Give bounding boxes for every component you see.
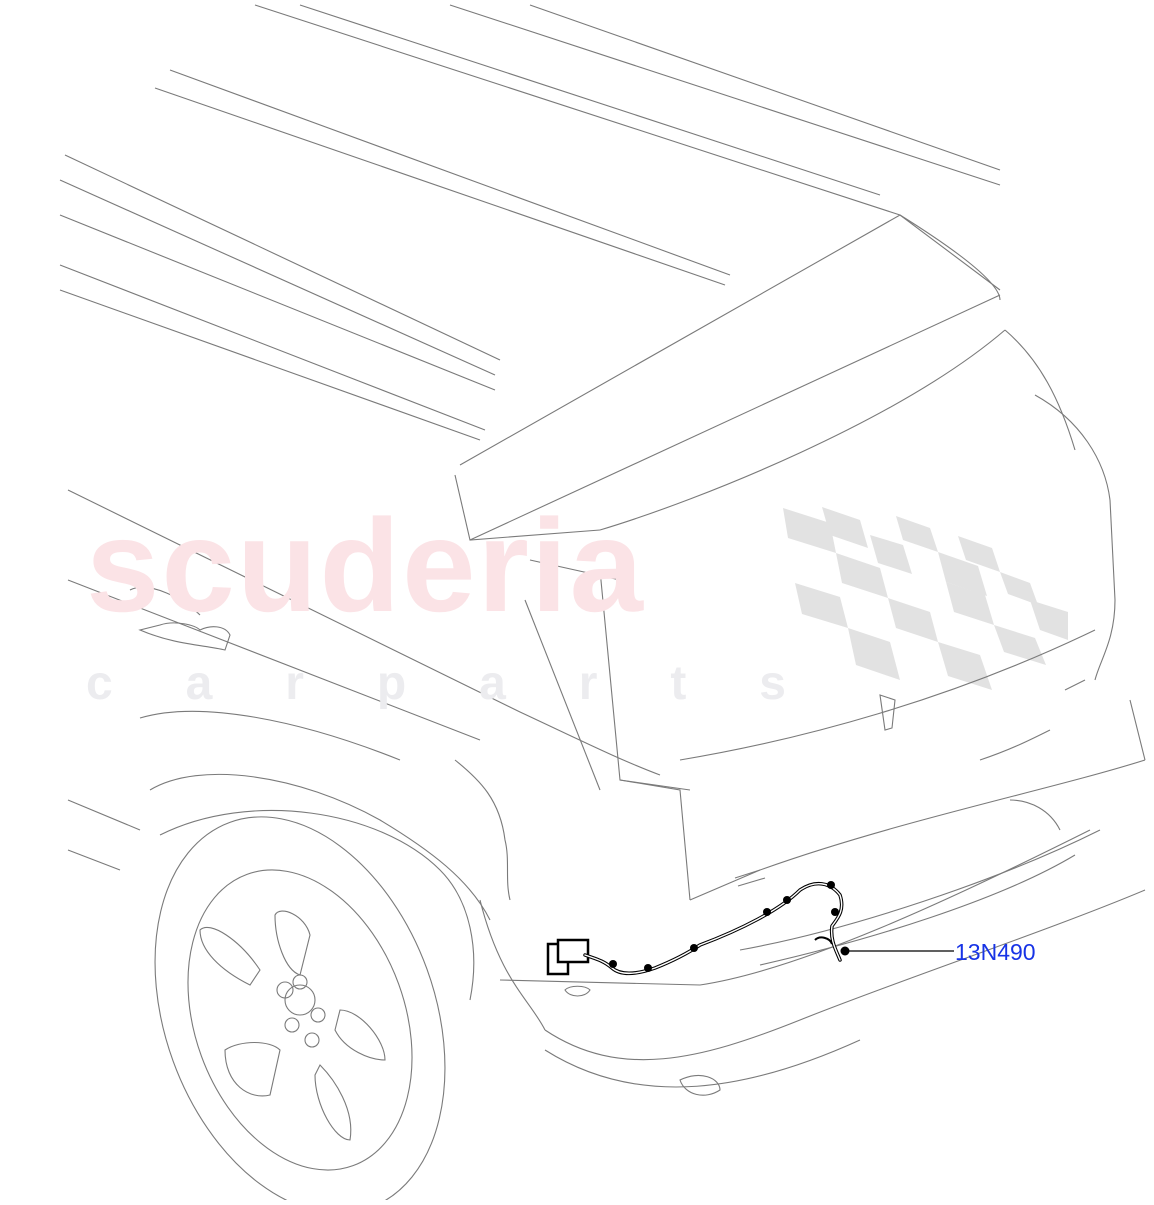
tailgate-outline [524,329,1116,901]
body-side-outline [67,489,661,921]
wheel [154,809,475,1205]
rear-bumper-outline [479,699,1146,1096]
wiring-harness-13n490 [546,881,850,976]
part-callout-13n490[interactable]: 13N490 [955,939,1036,965]
checkered-flag-watermark [783,507,1068,690]
roof-outline [59,4,1001,541]
